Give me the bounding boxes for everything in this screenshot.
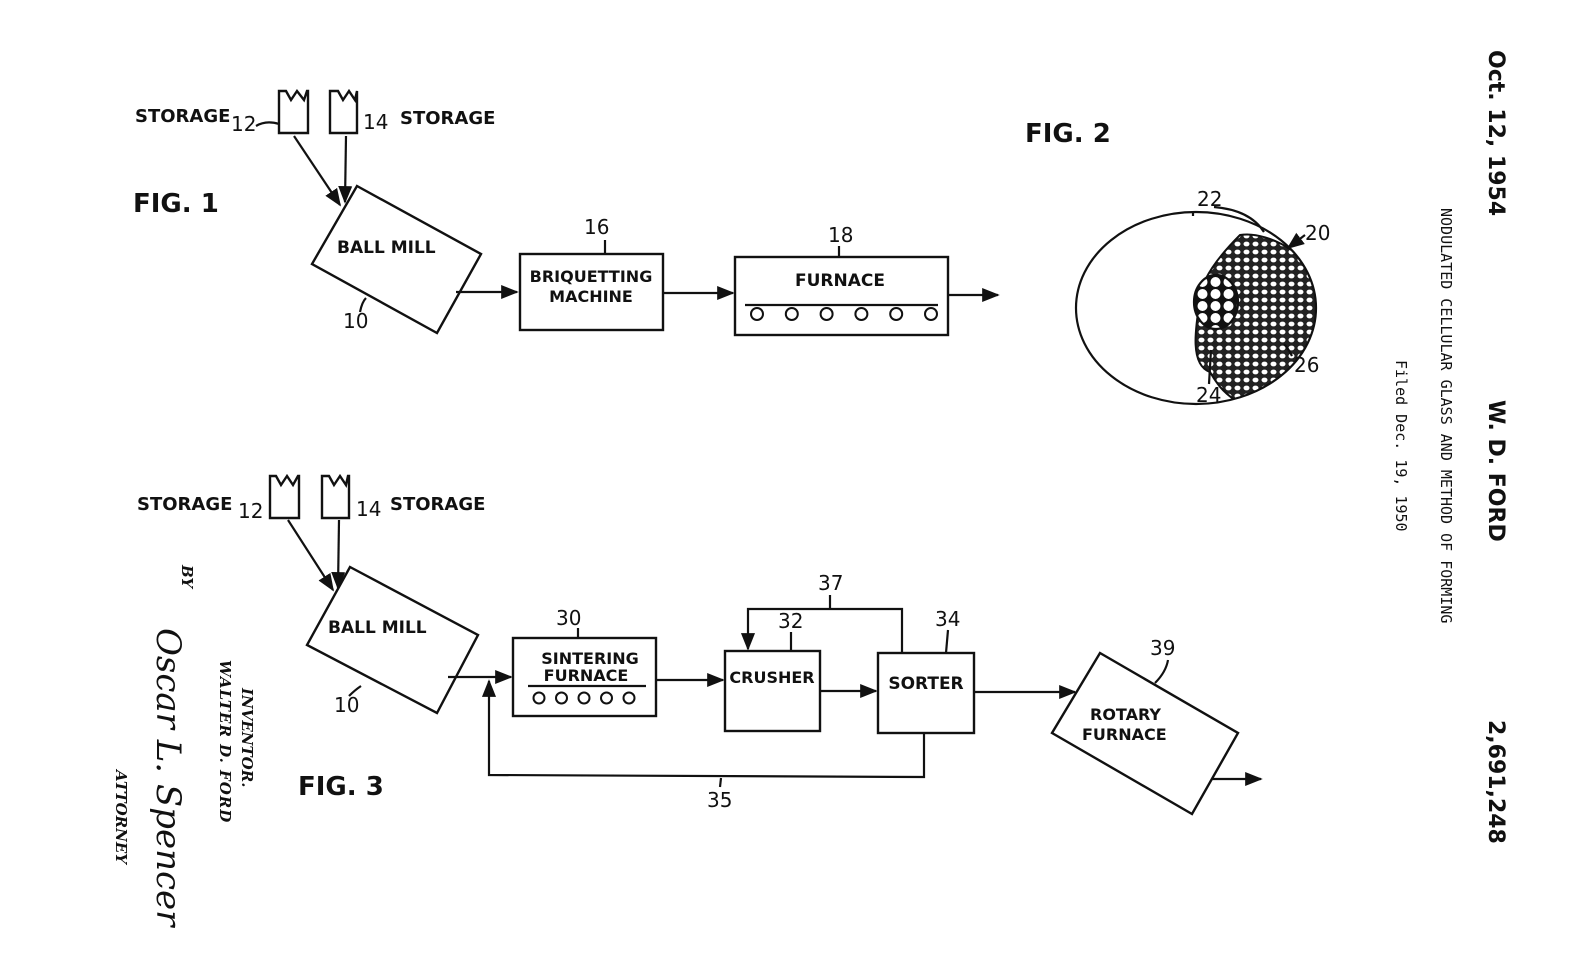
furnace-roller (750, 307, 764, 321)
fig3-ref-14: 14 (356, 497, 381, 521)
furnace-roller (854, 307, 869, 321)
fig3-return-line-35: 35 (481, 679, 926, 812)
fig3-label: FIG. 3 (298, 772, 384, 802)
fig3-rotary-line1: ROTARY (1090, 705, 1161, 724)
fig3-storage-14: 14 STORAGE (320, 473, 485, 521)
fig2-ref-20: 20 (1305, 221, 1330, 245)
attorney-signature: Oscar L. Spencer (148, 628, 188, 927)
fig2-nodule (1074, 210, 1318, 406)
fig3-sorter: SORTER 34 (876, 607, 976, 735)
fig1-ref-14: 14 (363, 110, 388, 134)
fig3-ref-12: 12 (238, 499, 263, 523)
fig3-ref-10: 10 (334, 693, 359, 717)
fig1-label: FIG. 1 (133, 189, 219, 219)
fig1-ref-16: 16 (584, 215, 609, 239)
fig1-briquetting-machine: BRIQUETTING MACHINE 16 (518, 215, 665, 332)
patent-number: 2,691,248 (1483, 720, 1508, 844)
fig1-briquetting-line1: BRIQUETTING (530, 267, 653, 286)
fig1-briquetting-line2: MACHINE (549, 287, 633, 306)
furnace-roller (622, 691, 636, 705)
fig3-storage-left-label: STORAGE (137, 494, 232, 515)
patent-title: NODULATED CELLULAR GLASS AND METHOD OF F… (1437, 208, 1455, 624)
fig3-ref-34: 34 (935, 607, 960, 631)
fig3-rotary-furnace: ROTARY FURNACE 39 (1050, 636, 1240, 816)
fig2: FIG. 2 22 20 26 24 (1025, 119, 1330, 407)
fig3-ball-mill-label: BALL MILL (328, 618, 427, 638)
furnace-roller (889, 307, 904, 321)
fig1-furnace: FURNACE 18 (733, 223, 950, 337)
fig1-furnace-label: FURNACE (795, 271, 885, 291)
filed-date: Filed Dec. 19, 1950 (1392, 360, 1410, 532)
fig1: FIG. 1 STORAGE 12 14 STORAGE BALL MILL 1… (133, 88, 1000, 337)
fig1-ball-mill-label: BALL MILL (337, 238, 436, 258)
fig3-sintering-furnace: SINTERING FURNACE 30 (511, 606, 658, 718)
fig3-ref-32: 32 (778, 609, 803, 633)
fig3-storage-12: STORAGE 12 (137, 473, 301, 523)
furnace-roller (577, 691, 591, 705)
fig1-ref-12: 12 (231, 112, 256, 136)
fig2-core (1192, 273, 1240, 331)
fig3-ref-35: 35 (707, 788, 732, 812)
fig3-recycle-line-37: 37 (740, 571, 904, 653)
attorney-label: ATTORNEY (112, 770, 130, 864)
fig3-ref-37: 37 (818, 571, 843, 595)
fig2-ref-26: 26 (1294, 353, 1319, 377)
furnace-roller (784, 307, 799, 321)
fig3: FIG. 3 STORAGE 12 14 STORAGE BALL MILL 1… (137, 473, 1263, 816)
fig3-sintering-rollers (532, 691, 636, 705)
inventor-label: INVENTOR. (238, 688, 256, 788)
inventor-name: WALTER D. FORD (216, 660, 234, 824)
fig2-label: FIG. 2 (1025, 119, 1111, 149)
patent-date: Oct. 12, 1954 (1483, 50, 1508, 217)
furnace-roller (555, 691, 568, 705)
fig3-crusher-label: CRUSHER (729, 668, 814, 687)
fig3-ref-39: 39 (1150, 636, 1175, 660)
fig1-furnace-rollers (750, 307, 938, 321)
fig1-ref-10: 10 (343, 309, 368, 333)
fig3-ref-30: 30 (556, 606, 581, 630)
furnace-roller (819, 307, 834, 321)
fig3-sintering-line2: FURNACE (544, 666, 629, 685)
fig1-storage-14: 14 STORAGE (328, 88, 495, 135)
fig3-rotary-line2: FURNACE (1082, 725, 1167, 744)
fig3-crusher: CRUSHER 32 (723, 609, 822, 733)
fig1-ref-18: 18 (828, 223, 853, 247)
by-label: BY (178, 565, 196, 589)
furnace-roller (532, 691, 546, 705)
fig3-sintering-line1: SINTERING (541, 649, 639, 668)
inventor-header: W. D. FORD (1483, 400, 1508, 542)
fig2-ref-24: 24 (1196, 383, 1221, 407)
fig1-storage-left-label: STORAGE (135, 106, 230, 127)
fig3-ball-mill: BALL MILL 10 (305, 565, 480, 717)
fig3-sorter-label: SORTER (888, 674, 963, 694)
fig3-storage-right-label: STORAGE (390, 494, 485, 515)
fig1-ball-mill: BALL MILL 10 (310, 184, 483, 335)
fig1-storage-right-label: STORAGE (400, 108, 495, 129)
furnace-roller (600, 691, 613, 705)
furnace-roller (924, 307, 938, 321)
fig1-storage-12: STORAGE 12 (135, 88, 310, 136)
